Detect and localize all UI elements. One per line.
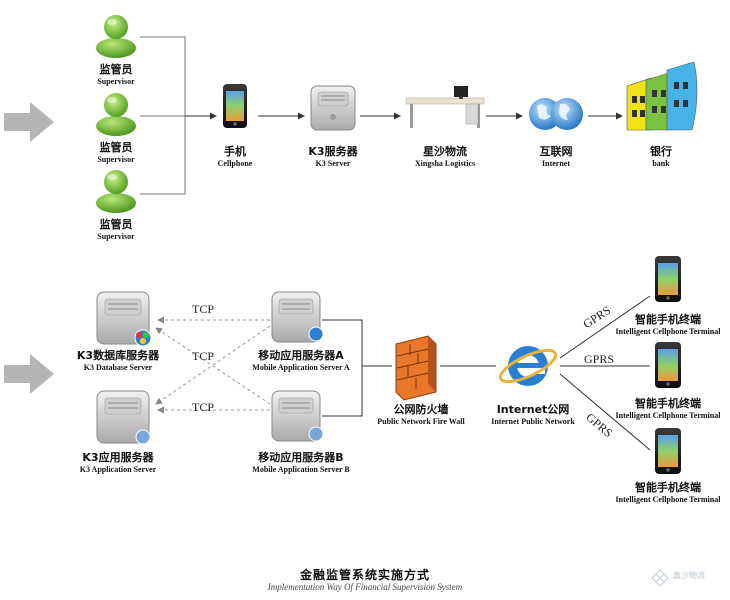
tcp-line-cross-2: [155, 327, 271, 405]
mobile-server-a-label: 移动应用服务器A Mobile Application Server A: [236, 349, 366, 372]
k3-application-server-label-en: K3 Application Server: [79, 464, 157, 474]
supervisor-label-cn: 监管员: [99, 63, 133, 76]
cellphone-label-cn: 手机: [224, 145, 246, 158]
cellphone-label-en: Cellphone: [217, 158, 253, 168]
mobile-server-b-label: 移动应用服务器B Mobile Application Server B: [236, 451, 366, 474]
diagram-title: 金融监管系统实施方式: [299, 568, 430, 582]
k3-database-server-label-en: K3 Database Server: [83, 362, 153, 372]
logistics-desk-icon: [405, 86, 485, 128]
mobile-server-b-label-en: Mobile Application Server B: [252, 464, 350, 474]
internet-public-network-label-en: Internet Public Network: [491, 416, 575, 426]
logistics-label-cn: 星沙物流: [423, 145, 467, 158]
watermark-logo-icon: [651, 569, 669, 587]
firewall-label: 公网防火墙 Public Network Fire Wall: [366, 403, 476, 426]
tcp-line-cross-1: [155, 325, 271, 405]
supervisor-label-en: Supervisor: [97, 76, 135, 86]
bank-label-cn: 银行: [650, 145, 672, 158]
internet-label-en: Internet: [542, 158, 570, 168]
tcp-label-2: TCP: [192, 349, 215, 363]
bank-building-icon: [626, 61, 698, 131]
bank-label: 银行 bank: [631, 145, 691, 168]
terminal-phone-icon-2: [655, 342, 681, 388]
supervisor-label-cn: 监管员: [99, 218, 133, 231]
cellphone-icon: [223, 84, 247, 128]
firewall-icon: [395, 335, 437, 401]
watermark-text: 鑫沙物流: [673, 571, 705, 580]
terminal-label-cn: 智能手机终端: [635, 313, 701, 326]
terminal-label-en: Intelligent Cellphone Terminal: [615, 326, 721, 336]
supervisor-person-icon-3: [96, 170, 136, 213]
logistics-label: 星沙物流 Xingsha Logistics: [405, 145, 485, 168]
k3-server-label: K3服务器 K3 Server: [298, 145, 368, 168]
terminal-label-en: Intelligent Cellphone Terminal: [615, 410, 721, 420]
k3-application-server-label-cn: K3应用服务器: [82, 451, 154, 464]
terminal-label-1: 智能手机终端 Intelligent Cellphone Terminal: [608, 313, 728, 336]
supervisor-label-en: Supervisor: [97, 154, 135, 164]
internet-public-network-label: Internet公网 Internet Public Network: [478, 403, 588, 426]
gprs-line-1: [559, 295, 651, 359]
supervisor-person-icon-1: [96, 15, 136, 58]
k3-server-label-cn: K3服务器: [308, 145, 358, 158]
terminal-label-en: Intelligent Cellphone Terminal: [615, 494, 721, 504]
tcp-label-3: TCP: [192, 400, 215, 414]
internet-explorer-icon: [498, 346, 558, 386]
internet-label-cn: 互联网: [539, 145, 573, 158]
supervisor-label-3: 监管员 Supervisor: [86, 218, 146, 241]
terminal-label-cn: 智能手机终端: [635, 481, 701, 494]
firewall-label-en: Public Network Fire Wall: [377, 416, 465, 426]
terminal-label-2: 智能手机终端 Intelligent Cellphone Terminal: [608, 397, 728, 420]
terminal-phone-icon-3: [655, 428, 681, 474]
k3-server-label-en: K3 Server: [315, 158, 351, 168]
k3-database-server-label-cn: K3数据库服务器: [76, 349, 160, 362]
terminal-label-cn: 智能手机终端: [635, 397, 701, 410]
k3-application-server-icon: [96, 390, 151, 445]
terminal-label-3: 智能手机终端 Intelligent Cellphone Terminal: [608, 481, 728, 504]
cellphone-label: 手机 Cellphone: [205, 145, 265, 168]
input-arrow-bottom: [4, 354, 54, 394]
mobile-server-a-label-en: Mobile Application Server A: [252, 362, 350, 372]
mobile-server-a-label-cn: 移动应用服务器A: [258, 349, 344, 362]
supervisor-label-2: 监管员 Supervisor: [86, 141, 146, 164]
servers-firewall-bracket: [322, 319, 363, 417]
logistics-label-en: Xingsha Logistics: [414, 158, 476, 168]
supervisor-label-en: Supervisor: [97, 231, 135, 241]
gprs-label-2: GPRS: [584, 352, 615, 366]
k3-application-server-label: K3应用服务器 K3 Application Server: [58, 451, 178, 474]
gprs-line-3: [559, 373, 651, 451]
mobile-server-a-icon: [271, 291, 324, 343]
mobile-server-b-label-cn: 移动应用服务器B: [258, 451, 344, 464]
k3-server-icon: [310, 85, 356, 131]
mobile-server-b-icon: [271, 390, 324, 442]
firewall-label-cn: 公网防火墙: [393, 403, 449, 416]
supervisor-person-icon-2: [96, 93, 136, 136]
tcp-label-1: TCP: [192, 302, 215, 316]
input-arrow-top: [4, 102, 54, 142]
internet-label: 互联网 Internet: [526, 145, 586, 168]
supervisor-label-cn: 监管员: [99, 141, 133, 154]
k3-database-server-icon: [96, 291, 152, 347]
bank-label-en: bank: [652, 158, 670, 168]
supervisor-label-1: 监管员 Supervisor: [86, 63, 146, 86]
diagram-subtitle: Implementation Way Of Financial Supervis…: [267, 582, 463, 592]
terminal-phone-icon-1: [655, 256, 681, 302]
k3-database-server-label: K3数据库服务器 K3 Database Server: [58, 349, 178, 372]
internet-public-network-label-cn: Internet公网: [496, 403, 570, 416]
internet-globe-icon: [529, 98, 583, 130]
